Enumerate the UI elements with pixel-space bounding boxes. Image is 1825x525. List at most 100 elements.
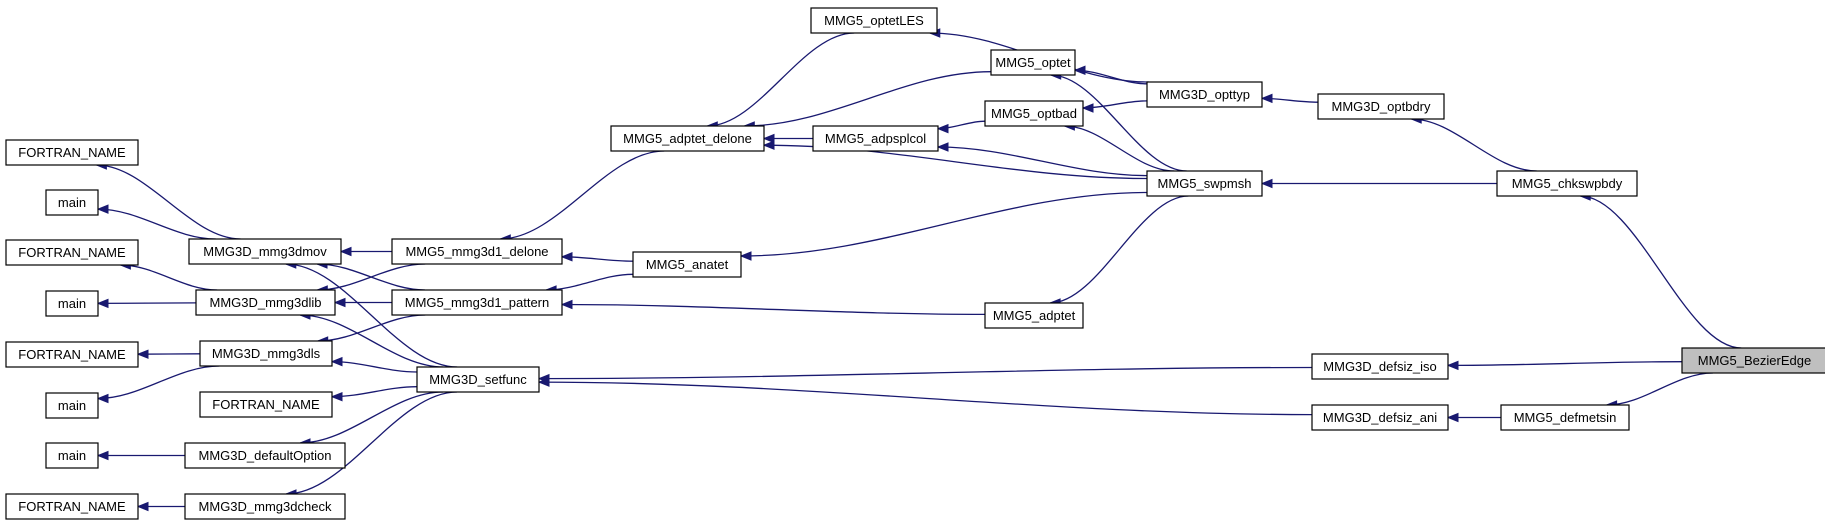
- node-box: [391, 289, 563, 316]
- node-box: [1146, 170, 1263, 197]
- node-label: FORTRAN_NAME: [18, 347, 126, 362]
- edge-opttyp-to-optet: [1075, 70, 1148, 85]
- node-label: MMG5_chkswpbdy: [1512, 176, 1623, 191]
- node-mmg3dmov[interactable]: MMG3D_mmg3dmov: [188, 238, 342, 265]
- edge-swpmsh-to-adptet: [1050, 195, 1189, 303]
- node-label: MMG5_adptet: [993, 308, 1076, 323]
- edge-optetles-to-adptet-delone: [707, 32, 855, 126]
- node-label: MMG5_mmg3d1_delone: [405, 244, 548, 259]
- node-mmg3d1-delone[interactable]: MMG5_mmg3d1_delone: [391, 238, 563, 265]
- edge-setfunc-to-mmg3dls: [332, 362, 418, 373]
- edge-swpmsh-to-adpsplcol: [938, 147, 1148, 177]
- node-main1[interactable]: main: [45, 189, 99, 216]
- node-box: [416, 366, 540, 393]
- node-label: FORTRAN_NAME: [18, 499, 126, 514]
- node-mmg3dls[interactable]: MMG3D_mmg3dls: [199, 340, 333, 367]
- node-defsiz-iso[interactable]: MMG3D_defsiz_iso: [1311, 353, 1449, 380]
- node-anatet[interactable]: MMG5_anatet: [632, 251, 742, 278]
- node-label: MMG5_anatet: [646, 257, 729, 272]
- node-adpsplcol[interactable]: MMG5_adpsplcol: [812, 125, 939, 152]
- node-box: [5, 493, 139, 520]
- node-label: MMG3D_setfunc: [429, 372, 527, 387]
- node-label: MMG3D_mmg3dmov: [203, 244, 327, 259]
- node-label: MMG3D_mmg3dlib: [210, 295, 322, 310]
- node-mmg3dlib[interactable]: MMG3D_mmg3dlib: [195, 289, 336, 316]
- edge-chkswpbdy-to-optbdry: [1411, 119, 1537, 172]
- node-box: [5, 139, 139, 166]
- node-defaultoption[interactable]: MMG3D_defaultOption: [184, 442, 346, 469]
- node-defsiz-ani[interactable]: MMG3D_defsiz_ani: [1311, 404, 1449, 431]
- node-label: main: [58, 448, 86, 463]
- edge-mmg3dmov-to-fortran1: [96, 165, 241, 240]
- node-fortran4[interactable]: FORTRAN_NAME: [199, 391, 333, 418]
- node-mmg3d1-pattern[interactable]: MMG5_mmg3d1_pattern: [391, 289, 563, 316]
- node-main2[interactable]: main: [45, 290, 99, 317]
- node-setfunc[interactable]: MMG3D_setfunc: [416, 366, 540, 393]
- edge-bezier-to-defmetsin: [1607, 372, 1713, 405]
- node-label: MMG3D_opttyp: [1159, 87, 1250, 102]
- node-label: main: [58, 398, 86, 413]
- node-box: [810, 7, 938, 34]
- node-label: MMG5_adptet_delone: [623, 131, 752, 146]
- node-box: [984, 100, 1084, 127]
- node-label: MMG5_optbad: [991, 106, 1077, 121]
- node-label: MMG3D_optbdry: [1332, 99, 1431, 114]
- edge-mmg3dls-to-main3: [98, 365, 220, 399]
- node-optbdry[interactable]: MMG3D_optbdry: [1317, 93, 1445, 120]
- node-label: MMG3D_mmg3dls: [212, 346, 321, 361]
- node-label: MMG5_optet: [995, 55, 1071, 70]
- node-label: MMG5_optetLES: [824, 13, 924, 28]
- node-box: [812, 125, 939, 152]
- node-optetles[interactable]: MMG5_optetLES: [810, 7, 938, 34]
- edge-swpmsh-to-optet: [1051, 75, 1187, 172]
- node-box: [5, 239, 139, 266]
- node-box: [188, 238, 342, 265]
- edge-bezier-to-chkswpbdy: [1580, 196, 1742, 349]
- node-box: [1146, 81, 1263, 108]
- node-box: [199, 391, 333, 418]
- node-defmetsin[interactable]: MMG5_defmetsin: [1500, 404, 1630, 431]
- edge-mmg3dmov-to-main1: [98, 209, 216, 240]
- edge-optbad-to-adpsplcol: [938, 120, 986, 128]
- node-box: [199, 340, 333, 367]
- node-label: MMG3D_mmg3dcheck: [199, 499, 332, 514]
- edge-setfunc-to-mmg3dmov: [286, 264, 458, 368]
- node-opttyp[interactable]: MMG3D_opttyp: [1146, 81, 1263, 108]
- node-label: main: [58, 296, 86, 311]
- node-label: FORTRAN_NAME: [18, 245, 126, 260]
- node-swpmsh[interactable]: MMG5_swpmsh: [1146, 170, 1263, 197]
- node-fortran1[interactable]: FORTRAN_NAME: [5, 139, 139, 166]
- node-label: MMG3D_defaultOption: [199, 448, 332, 463]
- edge-defsiz-iso-to-setfunc: [539, 366, 1313, 379]
- node-box: [610, 125, 765, 152]
- edge-opttyp-to-optbad: [1083, 100, 1148, 108]
- node-box: [984, 302, 1084, 329]
- edge-anatet-to-mmg3d1-delone: [562, 257, 634, 262]
- node-adptet[interactable]: MMG5_adptet: [984, 302, 1084, 329]
- node-box: [45, 290, 99, 317]
- node-adptet-delone[interactable]: MMG5_adptet_delone: [610, 125, 765, 152]
- node-mmg3dcheck[interactable]: MMG3D_mmg3dcheck: [184, 493, 346, 520]
- node-fortran5[interactable]: FORTRAN_NAME: [5, 493, 139, 520]
- node-fortran2[interactable]: FORTRAN_NAME: [5, 239, 139, 266]
- node-box: [184, 493, 346, 520]
- node-label: MMG5_adpsplcol: [825, 131, 926, 146]
- node-optet[interactable]: MMG5_optet: [990, 49, 1076, 76]
- edge-optbdry-to-opttyp: [1262, 98, 1319, 102]
- node-box: [184, 442, 346, 469]
- node-box: [45, 442, 99, 469]
- node-chkswpbdy[interactable]: MMG5_chkswpbdy: [1496, 170, 1638, 197]
- node-box: [5, 341, 139, 368]
- node-box: [632, 251, 742, 278]
- node-box: [1496, 170, 1638, 197]
- node-optbad[interactable]: MMG5_optbad: [984, 100, 1084, 127]
- edge-adptet-to-mmg3d1-pattern: [562, 305, 986, 316]
- node-main3[interactable]: main: [45, 392, 99, 419]
- edge-mmg3d1-pattern-to-mmg3dls: [318, 314, 426, 341]
- node-fortran3[interactable]: FORTRAN_NAME: [5, 341, 139, 368]
- node-main4[interactable]: main: [45, 442, 99, 469]
- node-box: [1681, 347, 1825, 374]
- node-bezier[interactable]: MMG5_BezierEdge: [1681, 347, 1825, 374]
- node-label: MMG5_swpmsh: [1158, 176, 1252, 191]
